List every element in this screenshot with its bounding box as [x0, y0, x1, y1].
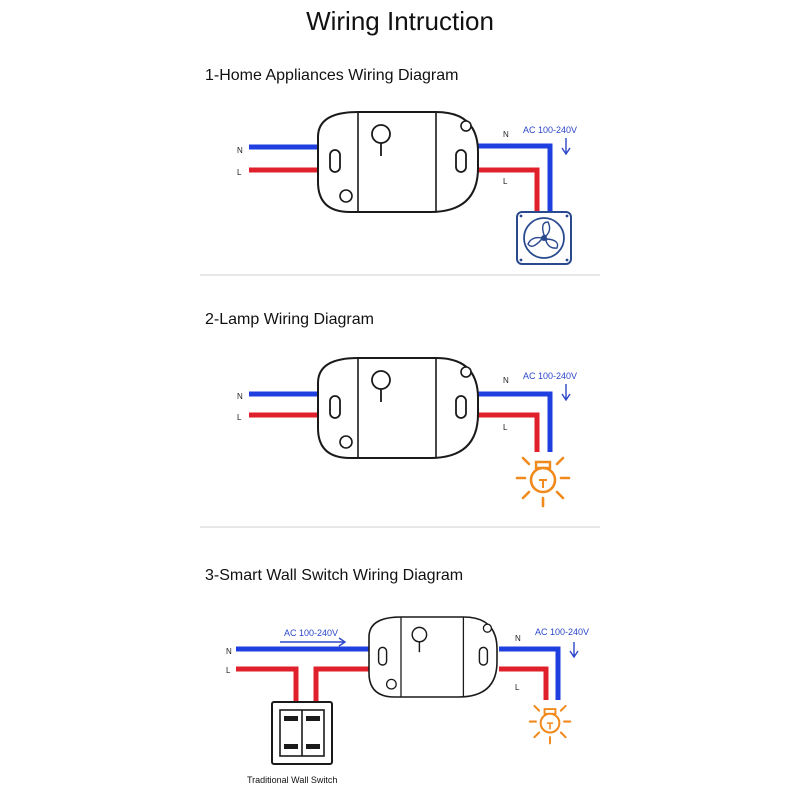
live-wire-in	[236, 666, 299, 706]
wall-switch-label: Traditional Wall Switch	[247, 775, 337, 785]
fan-icon	[516, 211, 572, 265]
neutral-label-in: N	[226, 647, 232, 656]
relay-module-icon	[317, 357, 479, 459]
section-3-heading: 3-Smart Wall Switch Wiring Diagram	[205, 567, 464, 584]
section-1-diagram: N L N L AC 100-240V	[237, 111, 577, 265]
live-wire-switched	[313, 666, 373, 706]
neutral-wire-out	[499, 646, 561, 700]
arrow-right-icon	[280, 637, 347, 647]
section-2-heading: 2-Lamp Wiring Diagram	[205, 311, 374, 328]
voltage-label: AC 100-240V	[523, 125, 577, 135]
wall-switch-icon	[271, 701, 333, 765]
live-wire-out	[478, 167, 540, 214]
live-label-in: L	[237, 413, 242, 422]
voltage-label-out: AC 100-240V	[535, 627, 589, 637]
live-label-out: L	[503, 177, 508, 186]
live-label-out: L	[515, 683, 520, 692]
live-label-in: L	[237, 168, 242, 177]
bulb-icon	[528, 704, 572, 745]
relay-module-icon	[317, 111, 479, 213]
live-label-out: L	[503, 423, 508, 432]
voltage-label: AC 100-240V	[523, 371, 577, 381]
live-label-in: L	[226, 666, 231, 675]
neutral-label-out: N	[503, 130, 509, 139]
neutral-wire-out	[478, 391, 553, 452]
live-wire-out	[499, 666, 549, 700]
relay-module-icon	[368, 616, 498, 698]
arrow-down-icon	[561, 384, 571, 402]
neutral-label-out: N	[515, 634, 521, 643]
section-2-diagram: N L N L AC 100-240V	[237, 357, 577, 508]
page-title: Wiring Intruction	[306, 6, 494, 36]
live-wire-out	[478, 412, 540, 452]
bulb-icon	[515, 456, 571, 508]
neutral-label-in: N	[237, 392, 243, 401]
neutral-label-in: N	[237, 146, 243, 155]
neutral-wire-out	[478, 143, 553, 214]
neutral-label-out: N	[503, 376, 509, 385]
arrow-down-icon	[569, 642, 579, 659]
arrow-down-icon	[561, 138, 571, 156]
section-1-heading: 1-Home Appliances Wiring Diagram	[205, 67, 459, 84]
voltage-label-in: AC 100-240V	[284, 628, 338, 638]
section-3-diagram: N L N L AC 100-240V AC 100-240V Traditio…	[226, 616, 589, 785]
